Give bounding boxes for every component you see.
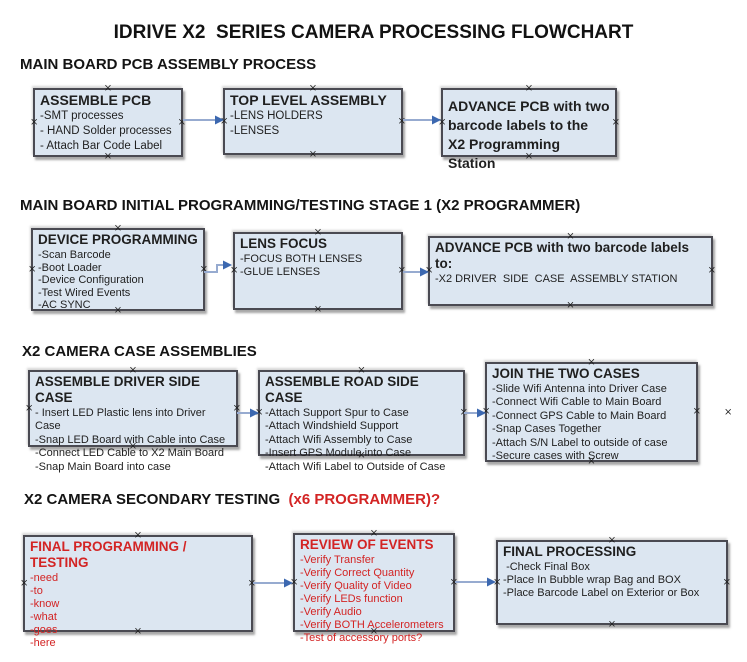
process-box-final-processing: FINAL PROCESSING -Check Final Box -Place… [493,536,731,630]
process-box-join-the-two-cases: JOIN THE TWO CASES -Slide Wifi Antenna i… [482,358,701,467]
box-item: -Scan Barcode [38,249,111,261]
connector-handle-icon: × [308,149,318,160]
box-item: -Connect GPS Cable to Main Board [492,409,667,422]
connector-handle-icon: × [692,406,701,417]
connector-handle-icon: × [611,116,620,128]
box-item: -Check Final Box [503,561,590,573]
box-item: -Snap Cases Together [492,423,602,436]
box-item: -Verify Audio [300,606,362,618]
box-item: -Attach Support Spur to Case [265,407,409,419]
flowchart-title: IDRIVE X2 SERIES CAMERA PROCESSING FLOWC… [113,22,634,43]
flow-arrow-icon [183,115,224,125]
box-item: -Connect Wifi Cable to Main Board [492,396,662,409]
box-item: -Slide Wifi Antenna into Driver Case [492,383,667,395]
box-item: -LENSES [230,125,280,137]
flow-arrow-icon [253,578,293,588]
flow-arrow-icon [464,408,486,418]
box-item: -Insert GPS Module into Case [265,447,412,460]
box-item: -Boot Loader [38,261,102,274]
box-item: -Snap Main Board into case [35,460,171,473]
connector-handle-icon: × [313,304,323,315]
box-item: -Verify Quality of Video [300,580,412,592]
section-heading-case-assemblies: X2 CAMERA CASE ASSEMBLIES [22,343,257,360]
box-item: -Verify LEDs function [300,593,403,605]
flow-arrow-icon [237,408,259,418]
section-heading-pcb-assembly: MAIN BOARD PCB ASSEMBLY PROCESS [20,56,317,73]
box-item: -Attach Windshield Support [265,420,399,433]
box-item: -FOCUS BOTH LENSES [240,253,363,265]
process-box-advance-pcb-programming-station: ADVANCE PCB with two barcode labels to t… [438,84,620,172]
box-title: FINAL PROGRAMMING / TESTING [30,539,187,570]
connector-handle-icon: × [724,407,733,418]
box-title: JOIN THE TWO CASES [492,366,640,381]
connector-handle-icon: × [30,116,39,128]
box-item: -to [30,585,43,597]
box-title: REVIEW OF EVENTS [300,537,434,552]
section-heading-secondary-testing: X2 CAMERA SECONDARY TESTING (x6 PROGRAMM… [24,491,440,508]
box-item: -X2 DRIVER SIDE CASE ASSEMBLY STATION [435,273,678,285]
process-box-assemble-pcb: ASSEMBLE PCB -SMT processes - HAND Solde… [30,84,186,162]
flow-arrow-icon [403,267,429,277]
box-item: -Attach S/N Label to outside of case [492,436,668,449]
box-item: -Attach Wifi Label to Outside of Case [265,460,446,473]
box-item: -Secure cases with Screw [492,450,619,463]
connector-handle-icon: × [20,577,29,589]
process-box-assemble-road-side-case: ASSEMBLE ROAD SIDE CASE -Attach Support … [255,366,468,473]
connector-handle-icon: × [722,576,731,588]
box-title: DEVICE PROGRAMMING [38,232,198,247]
box-item: -Device Configuration [38,274,144,287]
box-item: -Attach Wifi Assembly to Case [265,433,413,446]
box-title: ASSEMBLE PCB [40,92,152,108]
box-item: -what [30,611,57,623]
process-box-final-programming-testing: FINAL PROGRAMMING / TESTING -need -to -k… [20,531,256,650]
box-item: -Place In Bubble wrap Bag and BOX [503,574,681,586]
connector-handle-icon: × [707,265,716,276]
box-title: ADVANCE PCB with two barcode labels to t… [448,98,610,171]
box-title: ADVANCE PCB with two barcode labels to: [435,240,690,271]
box-item: -LENS HOLDERS [230,110,323,122]
box-item: -AC SYNC [38,299,91,312]
box-item: -know [30,598,60,610]
section-heading-black: X2 CAMERA SECONDARY TESTING [24,491,285,508]
box-item: -Snap LED Board with Cable into Case [35,433,226,446]
flow-arrow-icon [403,115,441,125]
box-item: -goes [30,624,58,636]
box-item: -need [30,572,59,584]
box-item: -Connect LED Cable to X2 Main Board [35,447,224,460]
box-title: TOP LEVEL ASSEMBLY [230,92,387,108]
box-item: -Verify Transfer [300,554,375,566]
process-box-device-programming: DEVICE PROGRAMMING -Scan Barcode -Boot L… [28,224,208,316]
connector-handle-icon: × [566,300,575,311]
box-item: -Test of accessory ports? [300,632,423,644]
box-title: ASSEMBLE DRIVER SIDE CASE [35,374,201,405]
box-item: -Verify BOTH Accelerometers [300,619,444,631]
section-heading-red: (x6 PROGRAMMER)? [284,491,441,508]
box-title: LENS FOCUS [240,236,328,251]
box-item: -here [30,637,56,649]
process-box-review-of-events: REVIEW OF EVENTS -Verify Transfer -Verif… [290,529,458,645]
flow-elbow-arrow-icon [204,260,232,273]
box-title: FINAL PROCESSING [503,544,637,559]
box-item: -Test Wired Events [38,286,131,299]
box-item: - Attach Bar Code Label [40,140,163,152]
box-item: -SMT processes [40,110,124,122]
box-item: - Insert LED Plastic lens into Driver Ca… [35,407,209,433]
section-heading-initial-programming: MAIN BOARD INITIAL PROGRAMMING/TESTING S… [20,197,581,214]
box-item: -Verify Correct Quantity [300,567,415,579]
process-box-assemble-driver-side-case: ASSEMBLE DRIVER SIDE CASE - Insert LED P… [25,366,241,473]
process-box-lens-focus: LENS FOCUS -FOCUS BOTH LENSES -GLUE LENS… [230,228,406,315]
box-item: - HAND Solder processes [40,125,172,137]
box-title: ASSEMBLE ROAD SIDE CASE [265,374,419,405]
connector-handle-icon: × [607,619,617,630]
connector-handle-icon: × [25,402,34,414]
process-box-top-level-assembly: TOP LEVEL ASSEMBLY -LENS HOLDERS -LENSES… [220,84,406,160]
flow-arrow-icon [455,577,496,587]
process-box-advance-pcb-driver-side: ADVANCE PCB with two barcode labels to: … [425,232,716,311]
connector-handle-icon: × [28,263,37,275]
box-item: -GLUE LENSES [240,265,321,278]
box-item: -Place Barcode Label on Exterior or Box [503,587,700,599]
